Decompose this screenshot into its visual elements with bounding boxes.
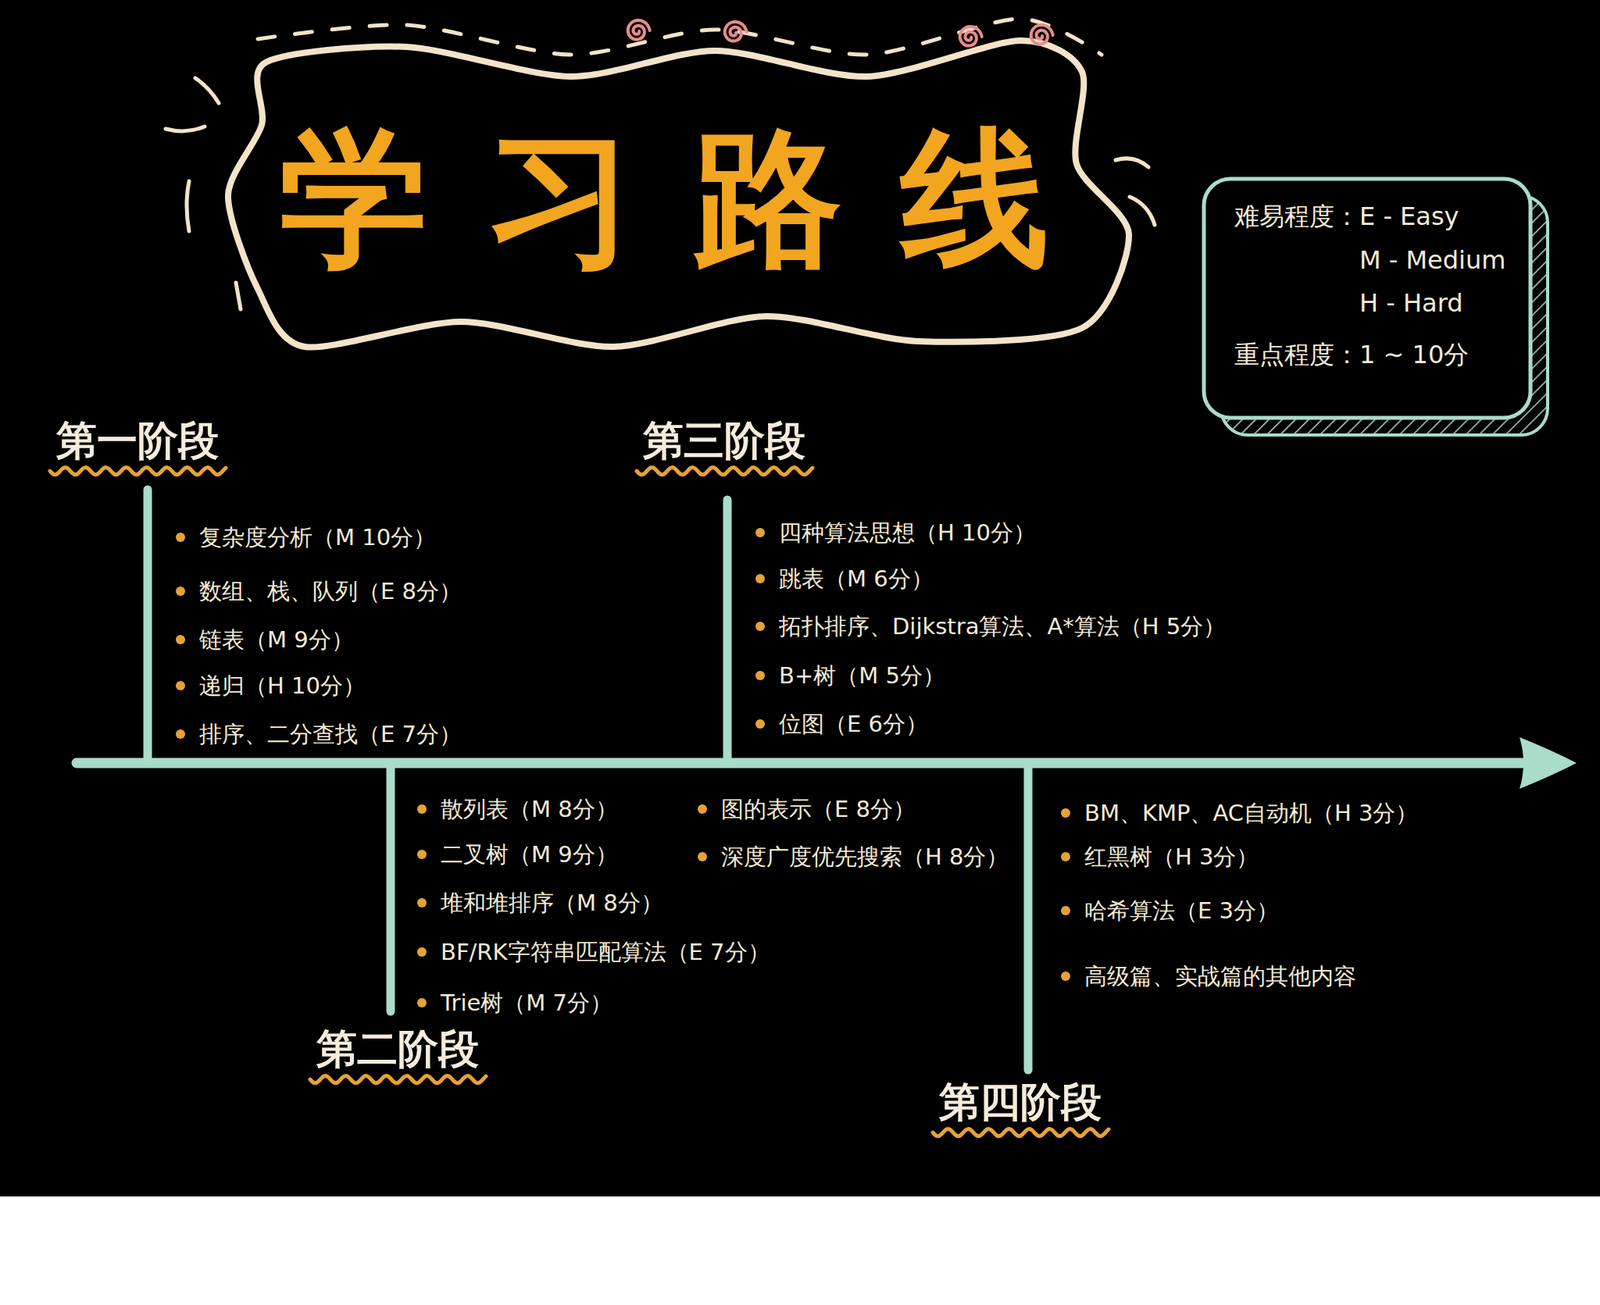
- wavy-underline: [310, 1076, 486, 1084]
- stage-stem: [386, 763, 396, 1012]
- stage-heading: 第一阶段: [56, 416, 219, 465]
- topic-item: 散列表（M 8分）: [440, 796, 618, 824]
- spiral-doodle: [725, 21, 747, 42]
- topic-item: 位图（E 6分）: [778, 710, 929, 739]
- bullet-dot: [755, 671, 765, 681]
- sparkle-stroke: [165, 126, 205, 132]
- topic-item: 二叉树（M 9分）: [440, 841, 618, 869]
- stage-stem: [143, 489, 153, 764]
- spiral-doodle: [628, 20, 650, 40]
- bullet-dot: [417, 998, 427, 1008]
- bullet-dot: [175, 532, 186, 543]
- legend-box: 难易程度：E - Easy M - Medium H - Hard 重点程度：1 ~ …: [1203, 178, 1531, 418]
- title-cloud-outline: [228, 40, 1129, 348]
- bullet-dot: [175, 586, 186, 597]
- timeline-axis: [76, 758, 1532, 769]
- topic-item: BF/RK字符串匹配算法（E 7分）: [440, 939, 771, 967]
- legend-text: 难易程度：E - Easy: [1234, 201, 1460, 232]
- bullet-dot: [175, 729, 186, 740]
- topic-item: 拓扑排序、Dijkstra算法、A*算法（H 5分）: [778, 613, 1226, 641]
- bullet-dot: [755, 574, 765, 584]
- topic-item: 哈希算法（E 3分）: [1084, 897, 1279, 925]
- legend-frame: [1203, 178, 1531, 418]
- wavy-underline: [932, 1129, 1109, 1137]
- topic-item: 复杂度分析（M 10分）: [199, 524, 436, 552]
- stage-heading: 第三阶段: [642, 416, 806, 465]
- timeline-arrowhead: [1519, 737, 1577, 790]
- topic-item: 高级篇、实战篇的其他内容: [1084, 963, 1357, 991]
- topic-item: B+树（M 5分）: [778, 662, 946, 690]
- legend-text: M - Medium: [1359, 245, 1506, 275]
- bullet-dot: [417, 898, 427, 908]
- wavy-underline: [636, 467, 813, 475]
- bullet-dot: [175, 681, 186, 691]
- bullet-dot: [1060, 971, 1071, 982]
- bullet-dot: [697, 804, 708, 815]
- bullet-dot: [417, 850, 427, 860]
- bullet-dot: [755, 528, 765, 538]
- topic-item: 数组、栈、队列（E 8分）: [199, 578, 462, 606]
- bullet-dot: [417, 804, 427, 815]
- sparkle-stroke: [1129, 196, 1155, 225]
- bullet-dot: [1060, 852, 1071, 862]
- wavy-underline: [50, 467, 226, 475]
- stage-heading: 第四阶段: [939, 1078, 1102, 1127]
- bullet-dot: [755, 621, 765, 632]
- bullet-dot: [697, 852, 708, 862]
- legend-text: H - Hard: [1359, 288, 1464, 318]
- topic-item: Trie树（M 7分）: [440, 989, 613, 1018]
- topic-item: BM、KMP、AC自动机（H 3分）: [1084, 800, 1419, 828]
- bullet-dot: [1060, 808, 1071, 818]
- bullet-dot: [755, 719, 765, 729]
- topic-item: 递归（H 10分）: [199, 672, 366, 700]
- bullet-dot: [417, 947, 427, 958]
- stage-heading: 第二阶段: [316, 1025, 479, 1074]
- bullet-dot: [175, 635, 186, 645]
- title-dashed-outline: [257, 18, 1102, 55]
- topic-item: 深度广度优先搜索（H 8分）: [721, 843, 1009, 872]
- topic-item: 链表（M 9分）: [199, 626, 354, 654]
- sparkle-stroke: [195, 78, 219, 104]
- topic-item: 图的表示（E 8分）: [721, 796, 916, 824]
- topic-item: 跳表（M 6分）: [778, 565, 934, 593]
- legend-text: 重点程度：1 ~ 10分: [1234, 339, 1469, 370]
- spiral-doodle: [1031, 25, 1054, 45]
- stage-stem: [1024, 763, 1033, 1071]
- sparkle-stroke: [1115, 158, 1149, 168]
- sparkle-stroke: [235, 282, 241, 310]
- title-text: 学习路线: [279, 125, 1108, 274]
- spiral-doodle: [960, 26, 983, 47]
- sparkle-stroke: [186, 181, 190, 232]
- topic-item: 排序、二分查找（E 7分）: [199, 721, 462, 749]
- topic-item: 四种算法思想（H 10分）: [778, 519, 1036, 547]
- stage-stem: [723, 500, 733, 764]
- bullet-dot: [1060, 906, 1071, 916]
- topic-item: 堆和堆排序（M 8分）: [440, 889, 664, 918]
- chalkboard-background: [0, 0, 1600, 1197]
- topic-item: 红黑树（H 3分）: [1084, 843, 1259, 872]
